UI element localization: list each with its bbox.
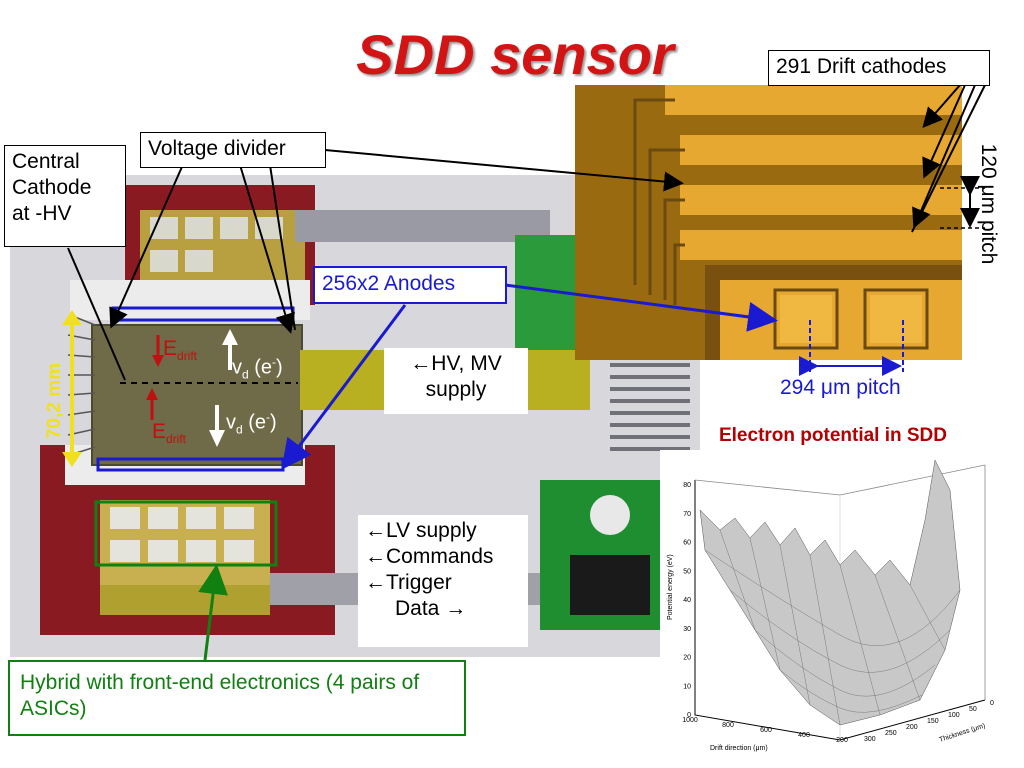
- hybrid-callout: Hybrid with front-end electronics (4 pai…: [8, 660, 466, 736]
- plot-title: Electron potential in SDD: [658, 425, 1008, 447]
- x-tick-label: 200: [836, 737, 848, 744]
- vd-close: ): [270, 411, 277, 434]
- vd-text: (e: [248, 356, 273, 379]
- y-tick-label: 70: [683, 511, 691, 518]
- pitch-120-text: 120 μm pitch: [977, 143, 1000, 265]
- lv-supply-callout: ←LV supply ←Commands ←Trigger Data →: [358, 515, 528, 647]
- callout-line: at -HV: [12, 202, 72, 225]
- vd-sub: d: [236, 422, 243, 437]
- vd-bottom-label: vd (e-): [226, 410, 277, 437]
- vd-symbol: v: [232, 356, 242, 379]
- y-tick-label: 80: [683, 482, 691, 489]
- plot-ylabel: Potential energy (eV): [667, 554, 674, 620]
- y-tick-labels: 0 10 20 30 40 50 60 70 80: [683, 482, 691, 719]
- vd-text: (e: [242, 411, 267, 434]
- callout-line: ←LV supply: [365, 519, 477, 542]
- callout-line: Central: [12, 150, 80, 173]
- z-tick-label: 250: [885, 730, 897, 737]
- e-drift-symbol: E: [152, 420, 167, 443]
- callout-line: Data →: [395, 597, 467, 620]
- callout-line: supply: [425, 378, 487, 401]
- central-cathode-callout: Central Cathode at -HV: [4, 145, 126, 247]
- z-tick-label: 0: [990, 700, 994, 707]
- z-tick-labels: 0 50 100 150 200 250 300: [864, 700, 994, 743]
- voltage-divider-callout: Voltage divider: [140, 132, 326, 168]
- pitch-294-label: 294 μm pitch: [780, 376, 901, 399]
- vd-sub: d: [242, 367, 249, 382]
- y-tick-label: 0: [687, 712, 691, 719]
- y-tick-label: 50: [683, 568, 691, 575]
- z-tick-label: 200: [906, 724, 918, 731]
- y-tick-label: 20: [683, 655, 691, 662]
- z-tick-label: 150: [927, 718, 939, 725]
- plot-title-text: Electron potential in SDD: [718, 425, 948, 446]
- length-text: 70,2 mm: [44, 362, 65, 440]
- z-tick-label: 50: [969, 706, 977, 713]
- drift-cathodes-callout: 291 Drift cathodes: [768, 50, 990, 86]
- y-tick-label: 40: [683, 597, 691, 604]
- e-drift-top-label: Edrift: [163, 337, 197, 363]
- e-drift-bottom-label: Edrift: [152, 420, 186, 446]
- page-title: SDD sensor: [356, 23, 674, 86]
- x-tick-label: 400: [798, 732, 810, 739]
- vd-symbol: v: [226, 411, 236, 434]
- pitch-120-label: 120 μm pitch: [968, 130, 1008, 290]
- callout-line: ←Commands: [365, 545, 494, 568]
- z-tick-label: 100: [948, 712, 960, 719]
- x-tick-label: 600: [760, 727, 772, 734]
- vd-close: ): [276, 356, 283, 379]
- y-tick-label: 10: [683, 683, 691, 690]
- vd-sup: -: [266, 410, 271, 424]
- e-drift-sub: drift: [177, 349, 198, 364]
- callout-line: ←HV, MV: [410, 352, 502, 375]
- plot-xlabel: Drift direction (μm): [710, 745, 768, 752]
- hv-supply-callout: ←HV, MV supply: [384, 348, 528, 414]
- z-tick-label: 300: [864, 736, 876, 743]
- e-drift-sub: drift: [166, 432, 187, 447]
- anodes-callout: 256x2 Anodes: [313, 266, 507, 304]
- vd-sup: -: [272, 355, 277, 369]
- x-tick-labels: 1000 800 600 400 200: [682, 717, 848, 744]
- e-drift-symbol: E: [163, 337, 178, 360]
- length-label: 70,2 mm: [35, 345, 75, 465]
- callout-line: Cathode: [12, 176, 92, 199]
- vd-top-label: vd (e-): [232, 355, 283, 382]
- y-tick-label: 60: [683, 540, 691, 547]
- callout-line: ←Trigger: [365, 571, 452, 594]
- x-tick-label: 1000: [682, 717, 698, 724]
- y-tick-label: 30: [683, 626, 691, 633]
- x-tick-label: 800: [722, 722, 734, 729]
